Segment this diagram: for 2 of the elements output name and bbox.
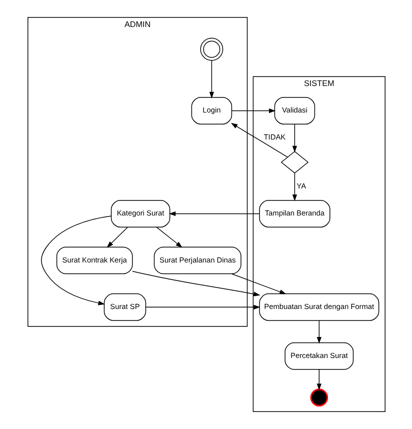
edge-label: YA [296,182,306,191]
edge-label: TIDAK [263,132,286,142]
